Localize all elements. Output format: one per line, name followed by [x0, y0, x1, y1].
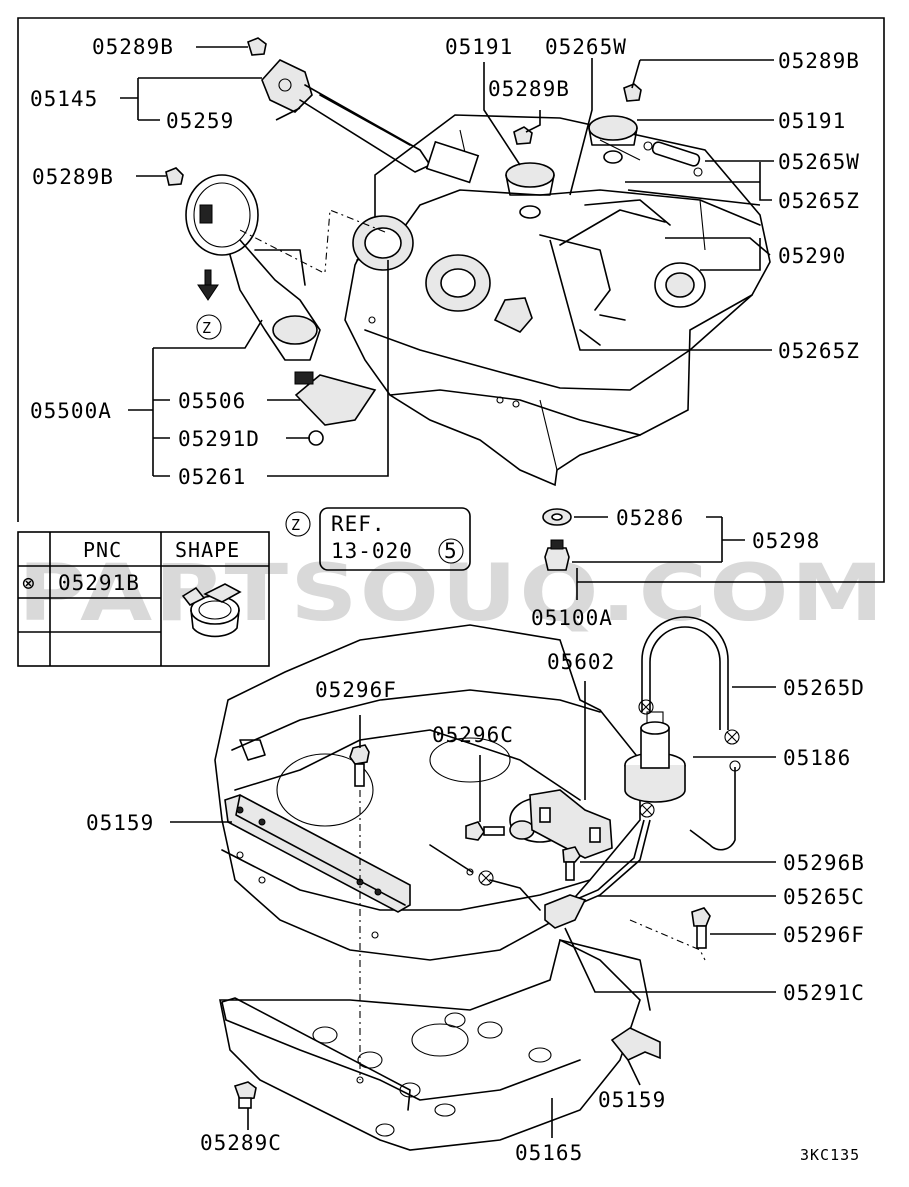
legend-pnc-value: 05291B: [58, 571, 140, 595]
ref-marker-circle: [285, 511, 311, 537]
label-05265D: 05265D: [783, 676, 865, 700]
upper-frame: [17, 17, 885, 583]
label-05265Z-a: 05265Z: [778, 189, 860, 213]
label-05261: 05261: [178, 465, 246, 489]
bolts: [233, 744, 711, 1109]
reference-line1: REF.: [331, 512, 386, 536]
label-05259: 05259: [166, 109, 234, 133]
lower-tank: [214, 624, 641, 961]
upper-tank-assembly: [344, 114, 771, 487]
label-05289C: 05289C: [200, 1131, 282, 1155]
label-05191-right: 05191: [778, 109, 846, 133]
label-05602: 05602: [547, 650, 615, 674]
reference-box: [319, 507, 471, 571]
watermark: PARTSOUQ.COM: [18, 549, 886, 639]
view-marker-circle: [196, 314, 222, 340]
label-05296B: 05296B: [783, 851, 865, 875]
upper-leaders: [120, 46, 774, 600]
reference-line2: 13-020: [331, 539, 413, 563]
reference-circle-number: 5: [444, 539, 458, 563]
label-05506: 05506: [178, 389, 246, 413]
label-05100A: 05100A: [531, 606, 613, 630]
legend-header-shape: SHAPE: [175, 538, 240, 562]
label-05289B-a: 05289B: [92, 35, 174, 59]
strainer-tab: [294, 371, 314, 385]
label-05289B-d: 05289B: [778, 49, 860, 73]
label-05289B-b: 05289B: [32, 165, 114, 189]
label-05291D: 05291D: [178, 427, 260, 451]
clip-05291D: [308, 430, 324, 446]
clamp-05291C: [544, 894, 587, 929]
label-05500A: 05500A: [30, 399, 112, 423]
label-05296F-right: 05296F: [783, 923, 865, 947]
label-05265C: 05265C: [783, 885, 865, 909]
filler-cap-top: [505, 162, 555, 219]
legend-table: [17, 531, 270, 667]
tank-protector: [219, 938, 651, 1151]
label-05290: 05290: [778, 244, 846, 268]
valve-05298: [544, 547, 570, 571]
arrow-down-icon: [197, 284, 219, 301]
hose-05265D: [641, 616, 729, 730]
label-05159-left: 05159: [86, 811, 154, 835]
filler-cap-right: [588, 115, 638, 164]
drawing-code: 3KC135: [800, 1146, 860, 1164]
fuel-strainer: [294, 374, 377, 426]
label-05289B-c: 05289B: [488, 77, 570, 101]
clamp-shape-icon: [181, 583, 242, 638]
reference-circle: [438, 538, 464, 564]
label-05191-top: 05191: [445, 35, 513, 59]
nuts-05289B: [165, 37, 642, 186]
label-05145: 05145: [30, 87, 98, 111]
legend-header-pnc: PNC: [83, 538, 122, 562]
label-05159-bottom: 05159: [598, 1088, 666, 1112]
view-marker-label: Z: [202, 319, 212, 337]
lower-leaders: [170, 681, 776, 1138]
label-05296C: 05296C: [432, 723, 514, 747]
fuel-line: [689, 767, 736, 851]
label-05298: 05298: [752, 529, 820, 553]
label-05165: 05165: [515, 1141, 583, 1165]
label-05265Z-b: 05265Z: [778, 339, 860, 363]
fuel-gauge-sender: [261, 59, 480, 184]
fuel-pump-module: [185, 174, 321, 361]
label-05296F-top: 05296F: [315, 678, 397, 702]
label-05265W-top: 05265W: [545, 35, 627, 59]
label-05186: 05186: [783, 746, 851, 770]
hose-05265W: [651, 141, 701, 167]
label-05265W-right: 05265W: [778, 150, 860, 174]
cross-circle-symbol-icon: ⊗: [22, 571, 36, 595]
label-05291C: 05291C: [783, 981, 865, 1005]
ref-marker-label: Z: [291, 516, 301, 534]
label-05286: 05286: [616, 506, 684, 530]
fuel-filter: [624, 711, 686, 803]
